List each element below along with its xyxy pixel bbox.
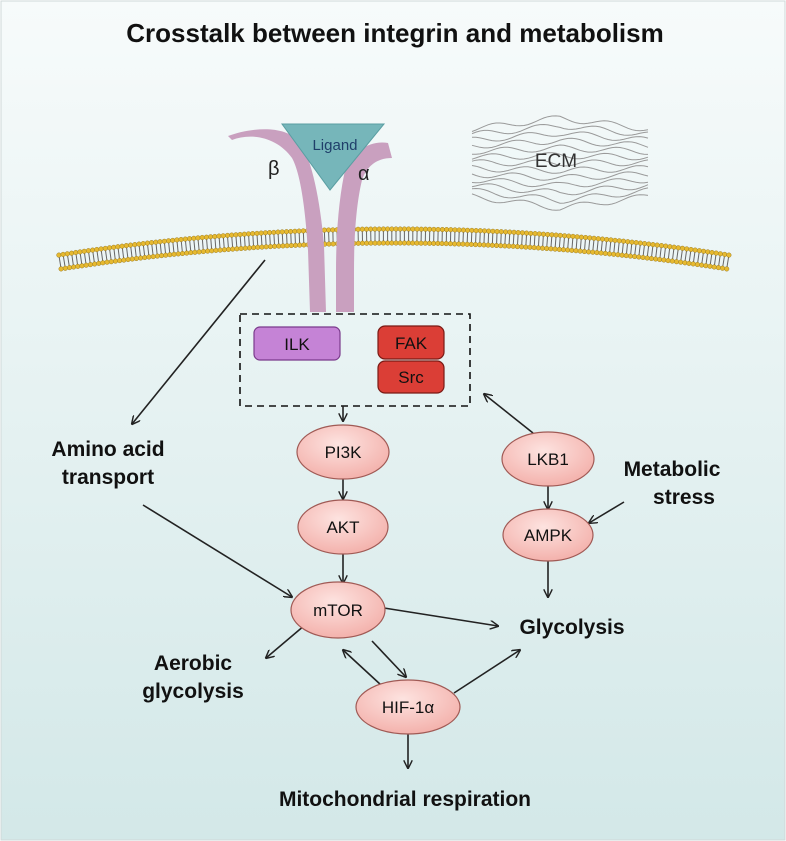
diagram-title: Crosstalk between integrin and metabolis… [126,18,663,48]
akt-label: AKT [326,518,359,537]
integrin-alpha-subunit [336,142,392,312]
beta-label: β [268,158,280,180]
arrow-hif-to-glycolysis [453,650,520,694]
ecm-label: ECM [535,151,577,172]
mitochondrial-respiration-label: Mitochondrial respiration [279,788,531,811]
ecm-fibers [471,115,649,211]
lkb1-node: LKB1 [501,431,595,487]
ilk-label: ILK [284,335,310,354]
integrin-receptor: Ligand β α [228,123,392,312]
hif-label: HIF-1α [382,698,435,717]
aerobic-glycolysis-label-line1: Aerobic [154,652,233,675]
mtor-node: mTOR [290,581,386,639]
mtor-label: mTOR [313,601,363,620]
akt-node: AKT [297,499,389,555]
arrow-mtor-to-hif [371,640,406,677]
arrow-stress-to-ampk [589,501,625,523]
pi3k-node: PI3K [296,424,390,480]
aerobic-glycolysis-label-line2: glycolysis [142,680,244,703]
pi3k-label: PI3K [325,443,363,462]
pathway-arrows [132,259,625,768]
src-label: Src [398,368,424,387]
arrow-mtor-to-glycolysis [383,607,498,626]
fak-box: FAK [377,325,445,360]
arrow-lkb1-to-complex [484,394,534,434]
fak-label: FAK [395,334,428,353]
ampk-label: AMPK [524,526,573,545]
arrow-membrane-to-amino [132,259,266,424]
glycolysis-label: Glycolysis [519,616,624,639]
ligand-triangle [281,123,386,191]
amino-acid-label-line1: Amino acid [51,438,164,461]
arrow-hif-to-mtor [343,650,382,686]
arrow-amino-to-mtor [142,504,292,597]
amino-acid-label-line2: transport [62,466,154,489]
alpha-label: α [358,163,370,185]
metabolic-stress-label-line2: stress [653,486,715,509]
hif-node: HIF-1α [355,679,461,735]
ligand-label: Ligand [312,137,357,154]
integrin-beta-subunit [228,129,326,312]
adhesion-complex-box [239,313,471,407]
arrow-mtor-to-aerobic [266,624,306,658]
lkb1-label: LKB1 [527,450,569,469]
ampk-node: AMPK [502,508,594,562]
src-box: Src [377,360,445,394]
ilk-box: ILK [253,326,341,361]
metabolic-stress-label-line1: Metabolic [624,458,721,481]
